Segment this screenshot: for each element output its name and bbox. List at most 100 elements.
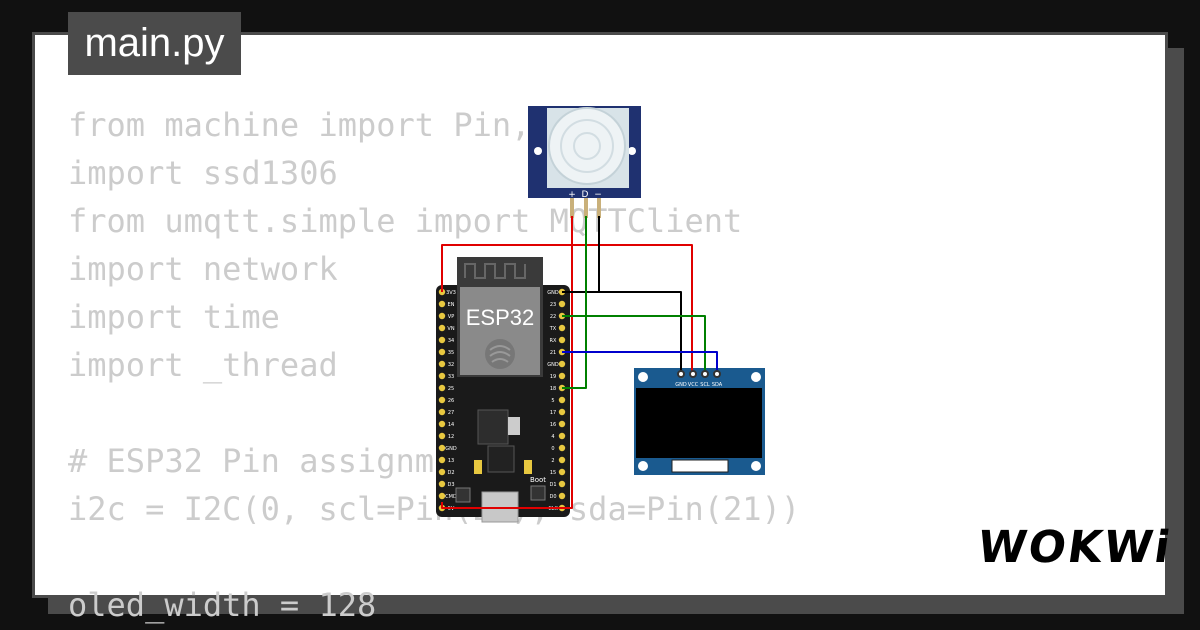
esp32-pin-label: 35 (448, 350, 454, 356)
esp32-pin-label: RX (550, 338, 557, 344)
ground-wire[interactable] (562, 216, 600, 293)
oled-pin-label: VCC (688, 382, 699, 388)
oled-pin-sda[interactable] (713, 370, 721, 378)
esp32-board[interactable]: ESP32 3V3ENVPVN343532332526271412GND13D2… (436, 257, 570, 523)
mount-hole (534, 147, 542, 155)
esp32-pin[interactable] (438, 420, 446, 428)
esp32-pin[interactable] (558, 408, 566, 416)
esp32-pin[interactable] (438, 456, 446, 464)
oled-display[interactable]: GND VCC SCL SDA (634, 368, 765, 475)
esp32-pin[interactable] (558, 420, 566, 428)
oled-pin-scl[interactable] (701, 370, 709, 378)
power-wire[interactable] (441, 216, 573, 509)
ribbon-connector (671, 459, 729, 473)
esp32-pin[interactable] (438, 480, 446, 488)
esp32-pin[interactable] (438, 312, 446, 320)
mount-hole (751, 461, 761, 471)
esp32-pin-label: 26 (448, 398, 454, 404)
esp32-pin[interactable] (558, 468, 566, 476)
pir-pin-label: − (594, 190, 602, 200)
regulator (477, 409, 509, 445)
pir-pin-label: + (568, 190, 576, 200)
boot-button[interactable] (530, 485, 546, 501)
esp32-pin[interactable] (438, 408, 446, 416)
esp32-pin[interactable] (558, 372, 566, 380)
oled-pin-vcc[interactable] (689, 370, 697, 378)
scl-wire[interactable] (562, 315, 706, 372)
esp32-pin-label: VP (448, 314, 454, 320)
esp32-pin[interactable] (558, 444, 566, 452)
code-line: import time (68, 298, 280, 336)
esp32-pin[interactable] (438, 468, 446, 476)
mount-hole (638, 372, 648, 382)
code-line: from umqtt.simple import MQTTClient (68, 202, 743, 240)
esp32-pin-label: 22 (550, 314, 556, 320)
esp32-pin[interactable] (558, 480, 566, 488)
sda-wire[interactable] (562, 351, 718, 372)
esp32-pin-label: 16 (550, 422, 556, 428)
pir-pin-vcc[interactable] (570, 198, 574, 218)
oled-pin-gnd[interactable] (677, 370, 685, 378)
esp32-left-pins: 3V3ENVPVN343532332526271412GND13D2D3CMD5… (438, 288, 457, 512)
esp32-pin-label: 0 (551, 446, 554, 452)
antenna-icon (464, 263, 526, 279)
esp32-pin-label: GND (445, 446, 457, 452)
pir-signal-wire[interactable] (562, 216, 587, 389)
esp32-pin[interactable] (558, 456, 566, 464)
capacitor (508, 417, 520, 435)
oled-pin-label: GND (675, 382, 687, 388)
esp32-pin-label: D1 (549, 482, 556, 488)
esp32-pin-label: 4 (551, 434, 554, 440)
esp32-pin[interactable] (438, 348, 446, 356)
esp32-pin[interactable] (438, 324, 446, 332)
esp32-pin[interactable] (438, 432, 446, 440)
esp32-pin[interactable] (438, 372, 446, 380)
code-line: import network (68, 250, 338, 288)
oled-screen (636, 388, 762, 458)
esp32-pin[interactable] (558, 360, 566, 368)
esp32-pin[interactable] (438, 444, 446, 452)
pir-motion-sensor[interactable]: + D − (528, 106, 641, 218)
esp32-pin[interactable] (558, 336, 566, 344)
esp32-pin[interactable] (558, 492, 566, 500)
pir-pin-gnd[interactable] (597, 198, 601, 218)
esp32-pin-label: D3 (447, 482, 454, 488)
esp32-pin-label: 2 (551, 458, 554, 464)
esp32-pin[interactable] (438, 492, 446, 500)
ground-wire[interactable] (562, 291, 682, 372)
boot-label: Boot (530, 476, 546, 484)
en-button[interactable] (455, 487, 471, 503)
esp32-pin[interactable] (438, 360, 446, 368)
esp32-pin-label: CMD (445, 494, 457, 500)
pir-pin-data[interactable] (584, 198, 588, 218)
esp32-pin[interactable] (438, 300, 446, 308)
esp32-pin-label: 18 (550, 386, 556, 392)
wires (441, 216, 721, 509)
esp32-pin-label: 27 (448, 410, 454, 416)
esp32-pin[interactable] (438, 384, 446, 392)
esp32-pin[interactable] (558, 432, 566, 440)
esp32-pin[interactable] (558, 396, 566, 404)
esp32-pin-label: 32 (448, 362, 454, 368)
code-line: import ssd1306 (68, 154, 338, 192)
esp32-pin[interactable] (438, 396, 446, 404)
esp32-pin-label: 13 (448, 458, 454, 464)
esp32-pin[interactable] (438, 336, 446, 344)
mount-hole (638, 461, 648, 471)
power-wire[interactable] (441, 244, 693, 372)
oled-pin-label: SCL (700, 382, 710, 388)
esp32-pin-label: D0 (549, 494, 556, 500)
esp32-pin-label: 25 (448, 386, 454, 392)
usb-chip (487, 445, 515, 473)
esp32-pin-label: 5 (551, 398, 554, 404)
oled-pin-label: SDA (712, 382, 723, 388)
mount-hole (628, 147, 636, 155)
esp32-pin[interactable] (558, 300, 566, 308)
esp32-pin-label: 23 (550, 302, 556, 308)
esp32-pin-label: 19 (550, 374, 556, 380)
esp32-pin[interactable] (558, 324, 566, 332)
esp32-pin-label: GND (547, 362, 559, 368)
filename-tab[interactable]: main.py (68, 12, 241, 75)
